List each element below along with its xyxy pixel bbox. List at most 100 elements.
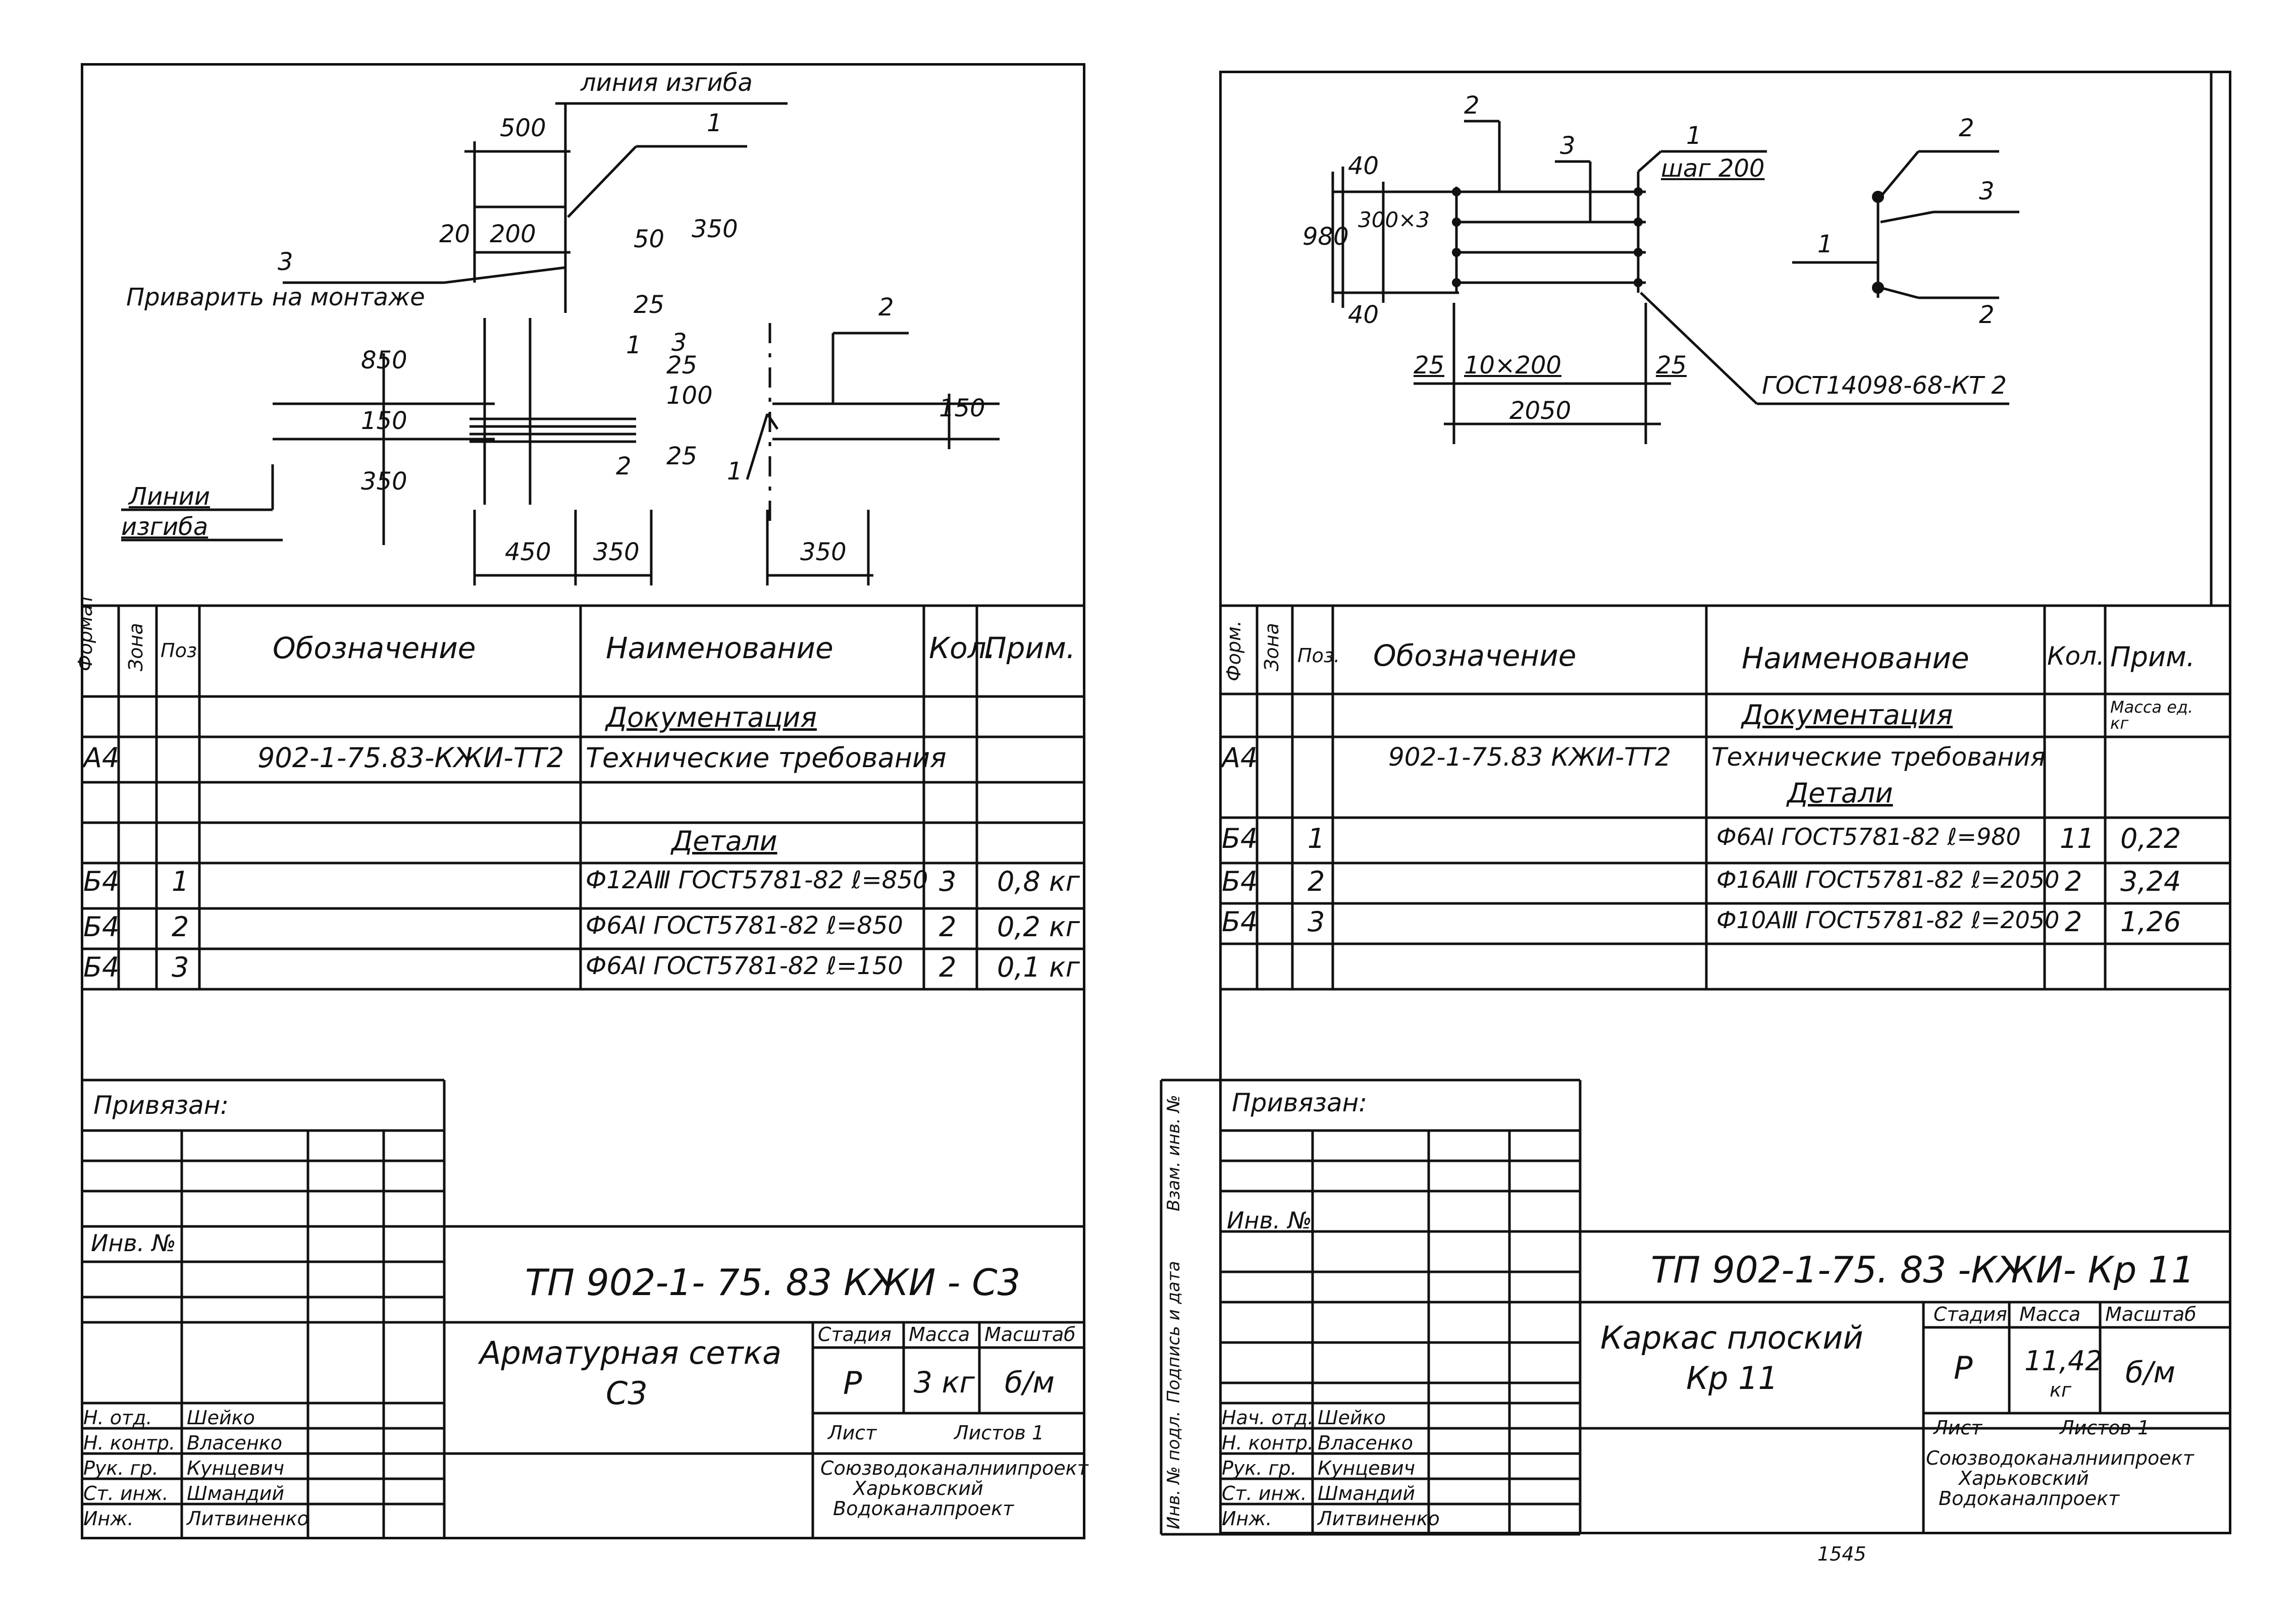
left-doc-name: Технические требования bbox=[586, 742, 947, 774]
left-row2-note: 0,2 кг bbox=[997, 911, 1080, 943]
right-title-1: Каркас плоский bbox=[1600, 1319, 1863, 1356]
left-sheet-label: Лист bbox=[828, 1422, 877, 1444]
left-dim-350-b1: 350 bbox=[593, 538, 640, 566]
right-person-role-5: Инж. bbox=[1222, 1508, 1272, 1530]
left-bend-lines-label-1: Линии bbox=[129, 482, 211, 511]
left-title-1: Арматурная сетка bbox=[480, 1334, 782, 1371]
right-dim-10x200: 10×200 bbox=[1464, 351, 1561, 380]
right-mass: 11,42 bbox=[2024, 1345, 2103, 1377]
right-row3-pos: 3 bbox=[1308, 906, 1325, 938]
right-row2-name: Ф16АⅢ ГОСТ5781-82 ℓ=2050 bbox=[1716, 866, 2060, 893]
right-section-callout-2: 2 bbox=[1959, 114, 1974, 142]
left-row3-qty: 2 bbox=[939, 951, 957, 983]
right-person-role-4: Ст. инж. bbox=[1222, 1482, 1307, 1505]
right-section-parts: Детали bbox=[1787, 777, 1893, 809]
right-org-1: Союзводоканалниипроект bbox=[1926, 1447, 2194, 1469]
left-callout-1-top: 1 bbox=[707, 109, 722, 137]
right-mass-header: Масса bbox=[2019, 1303, 2081, 1325]
left-row2-qty: 2 bbox=[939, 911, 957, 943]
left-row2-format: Б4 bbox=[83, 911, 120, 943]
right-org-3: Водоканалпроект bbox=[1939, 1487, 2120, 1510]
left-scale: б/м bbox=[1005, 1365, 1055, 1400]
left-stage: Р bbox=[843, 1365, 862, 1402]
left-row1-note: 0,8 кг bbox=[997, 866, 1080, 897]
right-side-label-1: Взам. инв. № bbox=[1164, 1095, 1184, 1211]
right-section-callout-3: 3 bbox=[1979, 177, 1995, 205]
right-row3-format: Б4 bbox=[1222, 906, 1258, 938]
left-dim-100: 100 bbox=[666, 382, 713, 410]
right-org-2: Харьковский bbox=[1959, 1467, 2089, 1489]
left-person-name-1: Шейко bbox=[187, 1407, 255, 1429]
right-person-name-3: Кунцевич bbox=[1318, 1457, 1416, 1479]
right-hdr-designation: Обозначение bbox=[1373, 638, 1577, 673]
left-hdr-format: Формат bbox=[74, 593, 96, 671]
left-dim-500: 500 bbox=[500, 114, 546, 142]
right-side-label-2: Подпись и дата bbox=[1164, 1261, 1184, 1403]
left-section-parts: Детали bbox=[671, 825, 777, 857]
left-dim-150v: 150 bbox=[361, 407, 407, 435]
right-stage-header: Стадия bbox=[1934, 1303, 2007, 1325]
right-doc-format: А4 bbox=[1222, 742, 1258, 774]
right-hdr-qty: Кол. bbox=[2047, 641, 2105, 671]
left-row2-name: Ф6АⅠ ГОСТ5781-82 ℓ=850 bbox=[586, 911, 903, 940]
left-bend-line-top-label: линия изгиба bbox=[581, 69, 753, 97]
left-person-role-3: Рук. гр. bbox=[83, 1457, 159, 1479]
left-person-name-3: Кунцевич bbox=[187, 1457, 285, 1479]
left-dim-25a: 25 bbox=[634, 291, 665, 319]
left-dim-25b: 25 bbox=[666, 351, 698, 380]
left-bound-label: Привязан: bbox=[93, 1091, 229, 1120]
left-hdr-zone: Зона bbox=[125, 623, 147, 671]
right-gost-label: ГОСТ14098-68-КТ 2 bbox=[1762, 371, 2007, 400]
left-dim-25c: 25 bbox=[666, 442, 698, 470]
right-person-name-4: Шмандий bbox=[1318, 1482, 1416, 1505]
right-hdr-zone: Зона bbox=[1261, 623, 1283, 671]
left-section-docs: Документация bbox=[606, 702, 817, 733]
right-row3-name: Ф10АⅢ ГОСТ5781-82 ℓ=2050 bbox=[1716, 906, 2060, 934]
left-doc-designation: 902-1-75.83-КЖИ-ТТ2 bbox=[257, 742, 564, 774]
left-org-3: Водоканалпроект bbox=[833, 1497, 1014, 1520]
left-person-name-2: Власенко bbox=[187, 1432, 282, 1454]
right-row1-name: Ф6АⅠ ГОСТ5781-82 ℓ=980 bbox=[1716, 823, 2021, 850]
right-sheet-label: Лист bbox=[1934, 1417, 1982, 1439]
right-row1-pos: 1 bbox=[1308, 823, 1325, 854]
right-section-callout-2b: 2 bbox=[1979, 301, 1995, 329]
left-person-name-4: Шмандий bbox=[187, 1482, 285, 1505]
right-row3-qty: 2 bbox=[2065, 906, 2082, 938]
left-doc-code: ТП 902-1- 75. 83 КЖИ - С3 bbox=[525, 1261, 1021, 1304]
left-callout-1-low: 1 bbox=[727, 457, 743, 486]
right-hdr-name: Наименование bbox=[1742, 641, 1969, 675]
right-stage: Р bbox=[1954, 1350, 1973, 1386]
right-row2-note: 3,24 bbox=[2120, 866, 2181, 897]
left-bend-lines-label-2: изгиба bbox=[121, 513, 208, 541]
left-callout-3: 3 bbox=[278, 248, 293, 276]
left-dim-450: 450 bbox=[505, 538, 551, 566]
left-mass: 3 кг bbox=[914, 1365, 975, 1400]
right-scale-header: Масштаб bbox=[2105, 1303, 2197, 1325]
right-row1-format: Б4 bbox=[1222, 823, 1258, 854]
right-row2-qty: 2 bbox=[2065, 866, 2082, 897]
right-title-2: Кр 11 bbox=[1686, 1360, 1778, 1397]
right-hdr-note2: Масса ед. кг bbox=[2110, 697, 2194, 733]
left-hdr-designation: Обозначение bbox=[273, 631, 476, 665]
left-hdr-note: Прим. bbox=[984, 631, 1076, 665]
right-sheets-label: Листов 1 bbox=[2060, 1417, 2150, 1439]
right-hdr-pos: Поз. bbox=[1297, 645, 1340, 667]
left-sheet bbox=[81, 63, 1085, 1539]
left-hdr-qty: Кол. bbox=[929, 631, 996, 665]
left-sheets-label: Листов 1 bbox=[954, 1422, 1045, 1444]
left-hdr-name: Наименование bbox=[606, 631, 833, 665]
right-callout-1: 1 bbox=[1686, 122, 1702, 150]
right-bound-label: Привязан: bbox=[1232, 1088, 1368, 1117]
left-person-role-1: Н. отд. bbox=[83, 1407, 152, 1429]
right-dim-40: 40 bbox=[1348, 152, 1379, 180]
right-section-docs: Документация bbox=[1742, 699, 1953, 731]
left-org-2: Харьковский bbox=[853, 1477, 983, 1499]
left-doc-format: А4 bbox=[83, 742, 120, 774]
right-callout-3: 3 bbox=[1560, 132, 1576, 160]
right-person-name-1: Шейко bbox=[1318, 1407, 1386, 1429]
right-sheet bbox=[1219, 71, 2231, 1534]
left-title-2: С3 bbox=[606, 1375, 648, 1412]
right-hdr-format: Форм. bbox=[1223, 620, 1245, 681]
left-callout-2-right: 2 bbox=[878, 293, 894, 321]
right-person-name-2: Власенко bbox=[1318, 1432, 1413, 1454]
